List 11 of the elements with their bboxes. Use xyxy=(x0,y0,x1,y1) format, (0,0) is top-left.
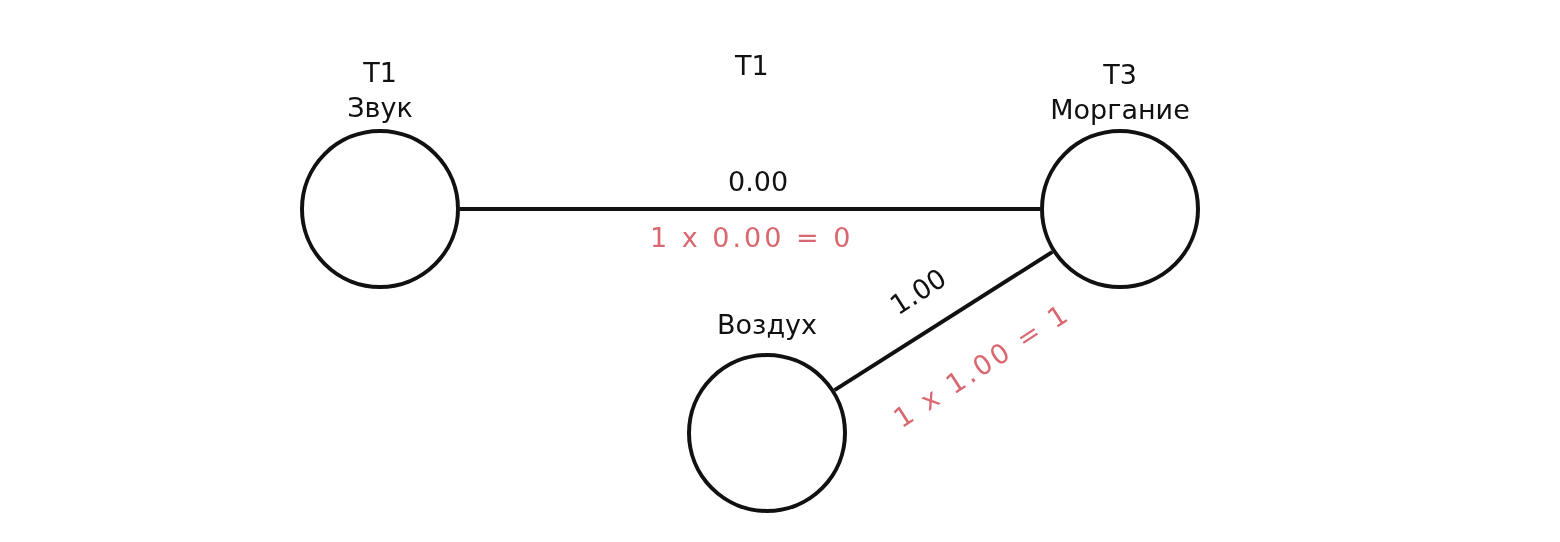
node-label: Звук xyxy=(347,90,413,125)
edge-label: 0.00 xyxy=(728,166,789,197)
connector-line xyxy=(833,250,1054,392)
node-label: Моргание xyxy=(1050,92,1190,127)
node-label: Воздух xyxy=(717,307,817,342)
time-label: T1 xyxy=(735,50,769,81)
edge-label: 1.00 xyxy=(884,262,952,321)
connector-line xyxy=(460,207,1040,211)
formula-label: 1 x 0.00 = 0 xyxy=(650,222,854,253)
node-label: T1 xyxy=(363,55,397,90)
node-label: T3 xyxy=(1103,57,1137,92)
